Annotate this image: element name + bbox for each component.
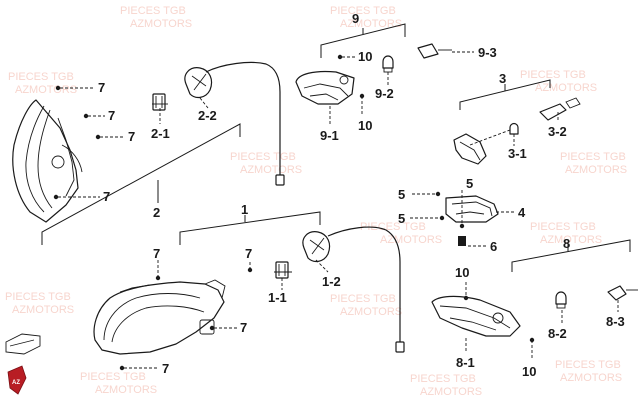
callout-8-2: 8-2 — [548, 326, 567, 341]
bracket-4 — [445, 195, 499, 223]
bulb-8-2 — [555, 291, 567, 309]
callout-8: 8 — [563, 236, 570, 251]
callout-9-3: 9-3 — [478, 45, 497, 60]
watermark-text: AZMOTORS — [420, 386, 482, 398]
socket-9-3 — [417, 43, 452, 59]
socket-1-1 — [274, 261, 292, 279]
callout-5: 5 — [398, 211, 405, 226]
watermark-text: PIECES TGB — [8, 71, 74, 83]
lamp-9-1 — [295, 70, 355, 105]
callout-1-2: 1-2 — [322, 274, 341, 289]
watermark-text: PIECES TGB — [410, 373, 476, 385]
socket-3-2 — [539, 97, 581, 121]
watermark-text: AZMOTORS — [560, 372, 622, 384]
watermark-text: PIECES TGB — [560, 151, 626, 163]
leader-lines — [53, 51, 619, 371]
callout-7: 7 — [128, 129, 135, 144]
watermark-text: AZMOTORS — [540, 234, 602, 246]
callout-5: 5 — [466, 176, 473, 191]
watermark-text: PIECES TGB — [80, 371, 146, 383]
callout-7: 7 — [240, 320, 247, 335]
callout-7: 7 — [162, 361, 169, 376]
watermark-text: PIECES TGB — [360, 221, 426, 233]
headlight-lower — [93, 279, 226, 355]
watermark-text: PIECES TGB — [330, 293, 396, 305]
callout-3-1: 3-1 — [508, 146, 527, 161]
bolt-6 — [458, 236, 466, 246]
bulb-9-2 — [382, 55, 394, 73]
watermark-text: AZMOTORS — [565, 164, 627, 176]
callout-2-2: 2-2 — [198, 108, 217, 123]
watermark-text: AZMOTORS — [340, 18, 402, 30]
callout-10: 10 — [522, 364, 536, 379]
watermark-text: AZMOTORS — [380, 234, 442, 246]
callout-9: 9 — [352, 11, 359, 26]
bulb-3-1 — [509, 122, 519, 135]
callout-10: 10 — [358, 49, 372, 64]
callout-4: 4 — [518, 205, 526, 220]
watermark-text: PIECES TGB — [230, 151, 296, 163]
watermark-text: PIECES TGB — [520, 69, 586, 81]
watermark-text: AZMOTORS — [340, 306, 402, 318]
callout-7: 7 — [108, 108, 115, 123]
watermark-text: AZMOTORS — [12, 304, 74, 316]
watermark-text: PIECES TGB — [5, 291, 71, 303]
callout-9-1: 9-1 — [320, 128, 339, 143]
lamp-8-1 — [431, 295, 521, 337]
socket-2-1 — [152, 93, 168, 111]
callout-10: 10 — [358, 118, 372, 133]
watermark-layer: PIECES TGB AZMOTORS PIECES TGB AZMOTORS … — [5, 5, 627, 398]
callout-7: 7 — [98, 80, 105, 95]
watermark-text: PIECES TGB — [555, 359, 621, 371]
watermark-text: AZMOTORS — [535, 82, 597, 94]
socket-8-3 — [607, 285, 638, 301]
callout-9-2: 9-2 — [375, 86, 394, 101]
callout-3: 3 — [499, 71, 506, 86]
watermark-text: AZMOTORS — [95, 384, 157, 396]
callout-8-3: 8-3 — [606, 314, 625, 329]
harness-2-2 — [184, 61, 285, 186]
callout-1-1: 1-1 — [268, 290, 287, 305]
brand-logo: AZ — [5, 333, 41, 395]
callout-7: 7 — [103, 189, 110, 204]
watermark-text: AZMOTORS — [130, 18, 192, 30]
callout-10: 10 — [455, 265, 469, 280]
callout-6: 6 — [490, 239, 497, 254]
callout-numbers: 7 7 7 7 2-1 2-2 2 1 7 7 7 7 1-1 1-2 9 10… — [98, 11, 625, 379]
watermark-text: PIECES TGB — [330, 5, 396, 17]
callout-8-1: 8-1 — [456, 355, 475, 370]
lamp-3 — [453, 133, 487, 165]
callout-7: 7 — [153, 246, 160, 261]
harness-1-2 — [302, 226, 405, 353]
callout-2: 2 — [153, 205, 160, 220]
headlight-upper — [12, 99, 83, 223]
callout-2-1: 2-1 — [151, 126, 170, 141]
assembly-brackets — [41, 23, 631, 272]
watermark-text: PIECES TGB — [530, 221, 596, 233]
watermark-text: AZMOTORS — [15, 84, 77, 96]
callout-7: 7 — [245, 246, 252, 261]
watermark-text: PIECES TGB — [120, 5, 186, 17]
callout-5: 5 — [398, 187, 405, 202]
logo-text: AZ — [12, 380, 20, 386]
watermark-text: AZMOTORS — [240, 164, 302, 176]
callout-3-2: 3-2 — [548, 124, 567, 139]
callout-1: 1 — [241, 202, 248, 217]
